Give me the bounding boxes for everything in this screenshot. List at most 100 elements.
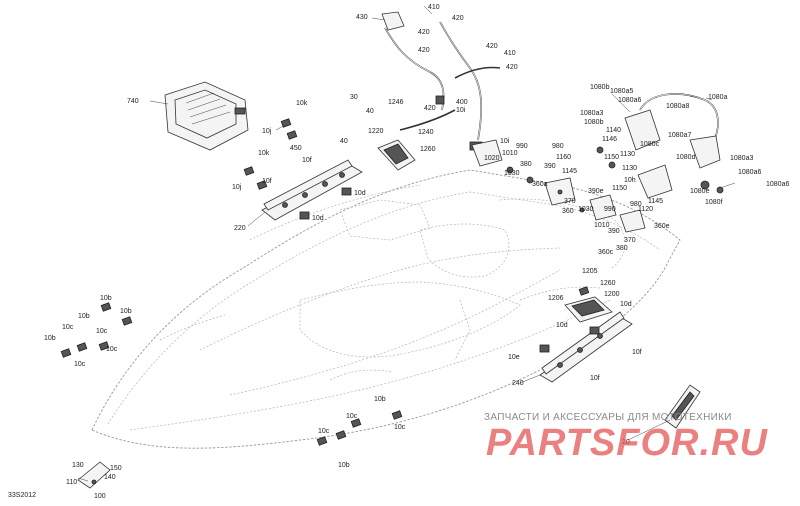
- callout-10f: 10f: [632, 349, 642, 356]
- callout-380: 380: [616, 245, 628, 252]
- callout-390e: 390e: [588, 188, 604, 195]
- callout-1080a6: 1080a6: [766, 181, 789, 188]
- footrest-20: [664, 384, 701, 429]
- callout-990: 990: [516, 143, 528, 150]
- callout-390: 390: [608, 228, 620, 235]
- callout-420: 420: [418, 47, 430, 54]
- clip-blocks: [60, 118, 600, 446]
- callout-150: 150: [110, 465, 122, 472]
- callout-10b: 10b: [78, 313, 90, 320]
- callout-420: 420: [486, 43, 498, 50]
- callout-1080a5: 1080a5: [610, 88, 633, 95]
- callout-10c: 10c: [62, 324, 74, 331]
- callout-10i: 10i: [500, 138, 510, 145]
- callout-1080b: 1080b: [590, 84, 610, 91]
- cleat-1200: [564, 296, 613, 323]
- callout-10i: 10i: [456, 107, 466, 114]
- callout-100: 100: [94, 493, 106, 500]
- callout-1120: 1120: [638, 206, 653, 213]
- callout-420: 420: [506, 64, 518, 71]
- callout-1130: 1130: [620, 151, 635, 158]
- callout-140: 140: [104, 474, 116, 481]
- callout-1260: 1260: [420, 146, 436, 153]
- callout-10h: 10h: [624, 177, 636, 184]
- handle-1080: [624, 93, 724, 199]
- callout-740: 740: [127, 98, 139, 105]
- callout-10b: 10b: [120, 308, 132, 315]
- callout-1080a3: 1080a3: [730, 155, 753, 162]
- storage-tray-740: [164, 81, 249, 151]
- callout-1080a3: 1080a3: [580, 110, 603, 117]
- callout-10d: 10d: [312, 215, 324, 222]
- callout-420: 420: [452, 15, 464, 22]
- watermark-tagline: ЗАПЧАСТИ И АКСЕССУАРЫ ДЛЯ МОТОТЕХНИКИ: [484, 412, 732, 423]
- diagram-code: 33S2012: [8, 492, 37, 499]
- callout-410: 410: [504, 50, 516, 57]
- callout-400: 400: [456, 99, 468, 106]
- callout-110: 110: [66, 479, 77, 486]
- callout-1160: 1160: [556, 154, 571, 161]
- callout-1260: 1260: [600, 280, 616, 287]
- callout-1206: 1206: [548, 295, 564, 302]
- callout-1080e: 1080e: [690, 188, 710, 195]
- callout-10d: 10d: [354, 190, 366, 197]
- bracket-cluster: [471, 139, 646, 233]
- callout-10k: 10k: [296, 100, 308, 107]
- callout-10f: 10f: [590, 375, 600, 382]
- callout-360e: 360e: [654, 223, 670, 230]
- hose-assembly: [381, 11, 501, 151]
- deck-rail-240: [539, 311, 633, 383]
- callout-10b: 10b: [100, 295, 112, 302]
- callout-10e: 10e: [508, 354, 520, 361]
- callout-420: 420: [424, 105, 436, 112]
- callout-360c: 360c: [598, 249, 614, 256]
- callout-220: 220: [234, 225, 246, 232]
- callout-1145: 1145: [562, 168, 577, 175]
- callout-10b: 10b: [374, 396, 386, 403]
- callout-1030: 1030: [504, 170, 520, 177]
- callout-1140: 1140: [606, 127, 621, 134]
- callout-10c: 10c: [318, 428, 330, 435]
- callout-1080b: 1080b: [584, 119, 604, 126]
- callout-1010: 1010: [594, 222, 610, 229]
- callout-380: 380: [520, 161, 532, 168]
- callout-1080a8: 1080a8: [666, 103, 689, 110]
- callout-40: 40: [366, 108, 374, 115]
- callout-1200: 1200: [604, 291, 620, 298]
- callout-1150: 1150: [604, 154, 619, 161]
- callout-40: 40: [340, 138, 348, 145]
- callout-labels: 430 410 420 420 420 410 420 420 400 420 …: [44, 4, 789, 500]
- callout-1146: 1146: [602, 136, 617, 143]
- cleat-1220: [377, 139, 416, 171]
- callout-10c: 10c: [394, 424, 406, 431]
- callout-10d: 10d: [556, 322, 568, 329]
- callout-10k: 10k: [258, 150, 270, 157]
- callout-1205: 1205: [582, 268, 598, 275]
- leader-lines: [77, 5, 736, 482]
- callout-1080a: 1080a: [708, 94, 728, 101]
- callout-10b: 10b: [44, 335, 56, 342]
- callout-10b: 10b: [338, 462, 350, 469]
- callout-360a: 360a: [532, 181, 548, 188]
- callout-370: 370: [564, 198, 576, 205]
- callout-410: 410: [428, 4, 440, 11]
- callout-10j: 10j: [262, 128, 272, 135]
- callout-1220: 1220: [368, 128, 384, 135]
- callout-130: 130: [72, 462, 84, 469]
- callout-1145: 1145: [648, 198, 663, 205]
- callout-430: 430: [356, 14, 368, 21]
- callout-1020: 1020: [484, 155, 500, 162]
- callout-1246: 1246: [388, 99, 404, 106]
- callout-980: 980: [630, 201, 642, 208]
- callout-1240: 1240: [418, 129, 434, 136]
- callout-240: 240: [512, 380, 524, 387]
- callout-1080d: 1080d: [676, 154, 696, 161]
- callout-10f: 10f: [262, 178, 272, 185]
- callout-10c: 10c: [74, 361, 86, 368]
- callout-20: 20: [622, 439, 630, 446]
- callout-1030: 1030: [578, 206, 594, 213]
- callout-370: 370: [624, 237, 636, 244]
- callout-1080c: 1080c: [640, 141, 660, 148]
- callout-1080a6: 1080a6: [738, 169, 761, 176]
- callout-1080a7: 1080a7: [668, 132, 691, 139]
